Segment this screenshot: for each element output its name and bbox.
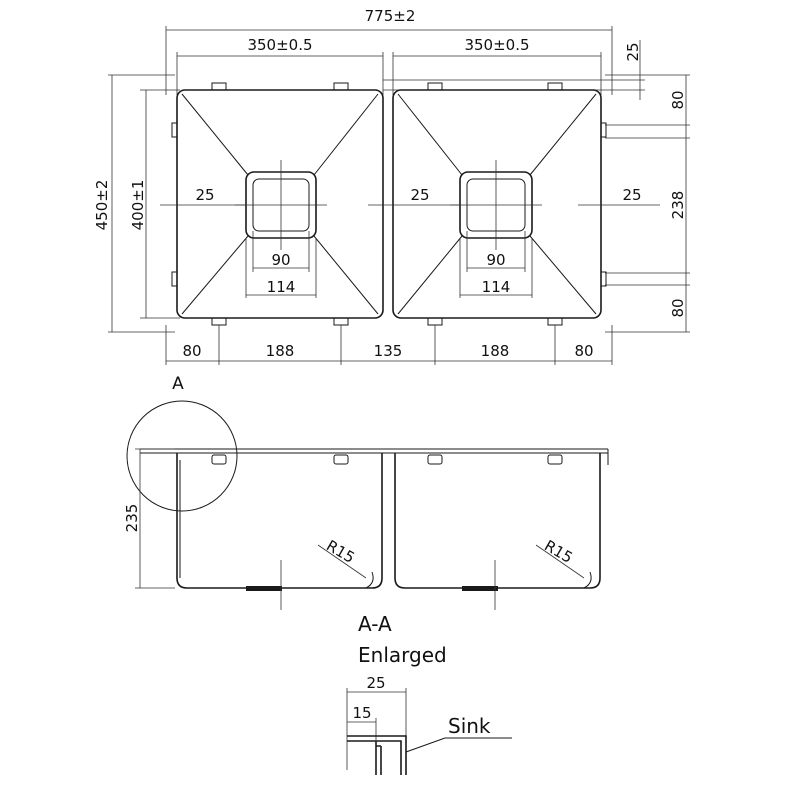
dim-rim-to-drain-center: 25: [410, 186, 429, 204]
section-callout: A: [172, 374, 184, 394]
callout-circle: [126, 400, 238, 512]
detail-label-sink: Sink: [448, 714, 491, 738]
dim-overall-width: 775±2: [365, 7, 416, 25]
dim-top-offset: 25: [624, 42, 642, 61]
dim-bottom-edge-right: 80: [574, 342, 593, 360]
dim-rim-to-drain-right: 25: [622, 186, 641, 204]
dim-detail-width: 25: [366, 674, 385, 692]
dim-drain-outer-right: 114: [482, 278, 511, 296]
rim-profile: [347, 735, 407, 775]
corner-radius-right: R15: [541, 536, 576, 566]
section-view: A R15 R15 235: [123, 374, 609, 610]
dim-right-bowl-width: 350±0.5: [464, 36, 529, 54]
dim-clip-offset-top: 80: [669, 90, 687, 109]
dim-overall-depth: 450±2: [93, 180, 111, 231]
dim-drain-inner-left: 90: [271, 251, 290, 269]
corner-radius-left: R15: [323, 536, 358, 566]
dim-clip-gap-right: 188: [481, 342, 510, 360]
dim-bowl-gap: 135: [374, 342, 403, 360]
dim-drain-outer-left: 114: [267, 278, 296, 296]
dim-rim-to-drain-left: 25: [195, 186, 214, 204]
dim-detail-inner: 15: [352, 704, 371, 722]
right-bowl: [392, 82, 607, 326]
detail-subtitle: Enlarged: [358, 643, 447, 667]
detail-enlarged: A-A Enlarged 25 15 Sink: [346, 612, 512, 775]
dim-clip-offset-bottom: 80: [669, 298, 687, 317]
dim-bowl-depth: 400±1: [129, 180, 147, 231]
dim-clip-spacing-side: 238: [669, 191, 687, 220]
dim-section-height: 235: [123, 504, 141, 533]
dim-left-bowl-width: 350±0.5: [247, 36, 312, 54]
detail-title: A-A: [358, 612, 392, 636]
dim-bottom-edge-left: 80: [182, 342, 201, 360]
dim-drain-inner-right: 90: [486, 251, 505, 269]
top-view: 775±2 350±0.5 350±0.5 25 80 238 80 450±2: [93, 7, 690, 365]
dim-clip-gap-left: 188: [266, 342, 295, 360]
